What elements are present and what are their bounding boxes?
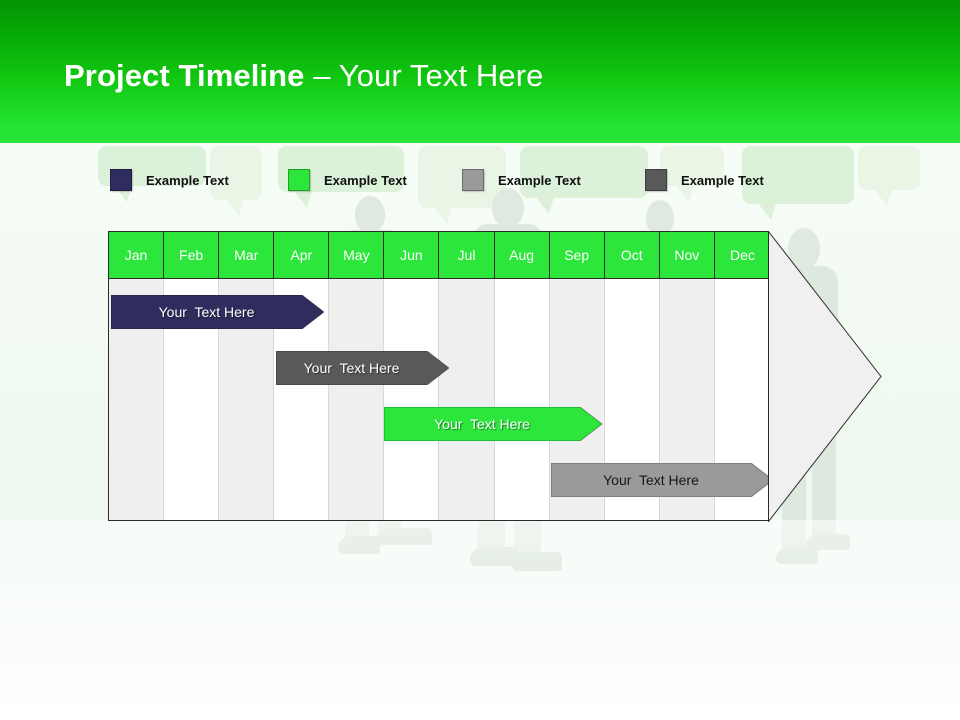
timeline-column-feb [164,232,220,520]
timeline-column-aug [495,232,550,520]
month-header-sep[interactable]: Sep [550,232,605,278]
legend-item-3: Example Text [462,166,581,194]
month-header-dec[interactable]: Dec [729,247,755,263]
title-banner: Project Timeline – Your Text Here [0,0,960,143]
timeline-bar-2[interactable]: Your Text Here [276,351,449,385]
timeline-arrow-head [768,231,882,522]
column-divider [493,232,495,520]
legend-label: Example Text [681,172,764,188]
floor-reflection-glow [0,520,960,720]
bar-shape [384,407,602,441]
column-divider [438,232,440,520]
column-divider [713,232,715,520]
legend-label: Example Text [498,172,581,188]
month-header-apr[interactable]: Apr [274,232,330,278]
column-divider [603,232,605,520]
timeline-column-oct [605,232,660,520]
legend-swatch-icon [110,169,132,191]
page-title-light: – Your Text Here [304,58,544,93]
legend-label: Example Text [146,172,229,188]
bar-shape [551,463,773,497]
timeline-column-mar [219,232,275,520]
month-header-oct[interactable]: Oct [605,232,660,278]
month-header-nov[interactable]: Nov [660,232,715,278]
timeline-bar-3[interactable]: Your Text Here [384,407,602,441]
timeline-column-jan [109,232,165,520]
bar-shape [111,295,324,329]
legend-label: Example Text [324,172,407,188]
month-header-may[interactable]: May [329,232,385,278]
column-divider [273,232,275,520]
legend: Example Text Example Text Example Text Exam… [110,166,910,196]
month-header-jan[interactable]: Jan [109,232,165,278]
month-header-feb[interactable]: Feb [164,232,220,278]
legend-swatch-icon [288,169,310,191]
month-header-jul[interactable]: Jul [439,232,495,278]
page-title: Project Timeline – Your Text Here [64,58,543,94]
page-title-strong: Project Timeline [64,58,305,93]
timeline-bar-4[interactable]: Your Text Here [551,463,773,497]
column-divider [548,232,550,520]
month-header-aug[interactable]: Aug [495,232,550,278]
bar-shape [276,351,449,385]
legend-swatch-icon [462,169,484,191]
legend-item-2: Example Text [288,166,407,194]
timeline-column-jul [439,232,495,520]
column-divider [163,232,165,520]
timeline-bar-1[interactable]: Your Text Here [111,295,324,329]
legend-swatch-icon [645,169,667,191]
legend-item-1: Example Text [110,166,229,194]
column-divider [658,232,660,520]
legend-item-4: Example Text [645,166,764,194]
month-header-jun[interactable]: Jun [384,232,440,278]
month-header-mar[interactable]: Mar [219,232,275,278]
timeline-column-jun [384,232,440,520]
column-divider [218,232,220,520]
